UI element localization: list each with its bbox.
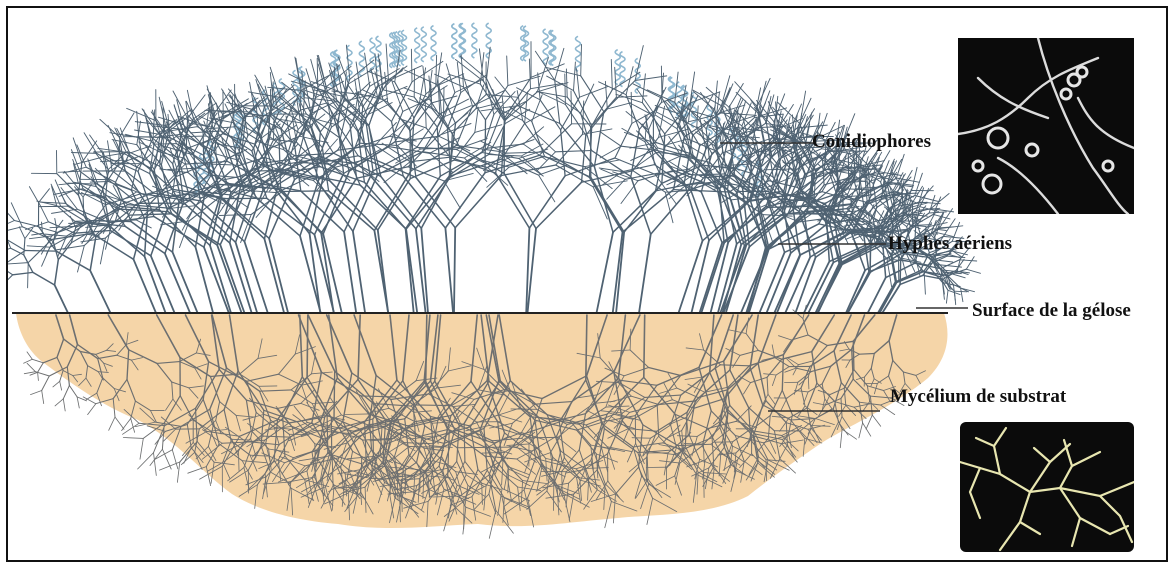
aerial-hyphae	[8, 42, 981, 313]
label-agar-surface: Surface de la gélose	[972, 301, 1131, 320]
label-substrate-mycelium: Mycélium de substrat	[890, 387, 1066, 406]
label-conidiophores: Conidiophores	[812, 132, 931, 151]
conidiophore-micrograph	[958, 38, 1134, 214]
spore-chain-micrograph-icon	[958, 38, 1134, 214]
figure-frame: Conidiophores Hyphes aériens Surface de …	[6, 6, 1168, 562]
label-aerial-hyphae: Hyphes aériens	[888, 234, 1012, 253]
substrate-micrograph	[960, 422, 1134, 552]
branching-mycelium-micrograph-icon	[960, 422, 1134, 552]
